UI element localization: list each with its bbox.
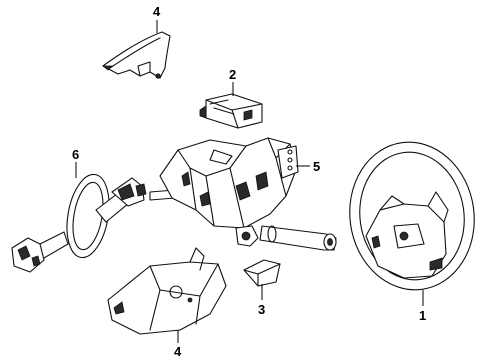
callout-4-lower: 4 — [174, 344, 182, 359]
intermediate-shaft[interactable] — [11, 171, 147, 273]
callout-2: 2 — [229, 67, 236, 82]
trim-bezel[interactable] — [243, 259, 281, 287]
callout-6: 6 — [72, 147, 79, 162]
callout-1: 1 — [419, 308, 426, 323]
callout-4-upper: 4 — [153, 4, 161, 19]
control-module[interactable] — [199, 93, 263, 129]
callout-5: 5 — [313, 159, 320, 174]
leader-lines — [75, 20, 424, 343]
steering-column-assembly[interactable] — [149, 137, 337, 251]
upper-column-shroud[interactable] — [101, 31, 171, 79]
steering-wheel[interactable] — [340, 134, 483, 298]
callout-3: 3 — [258, 302, 265, 317]
lower-column-shroud[interactable] — [107, 247, 227, 335]
